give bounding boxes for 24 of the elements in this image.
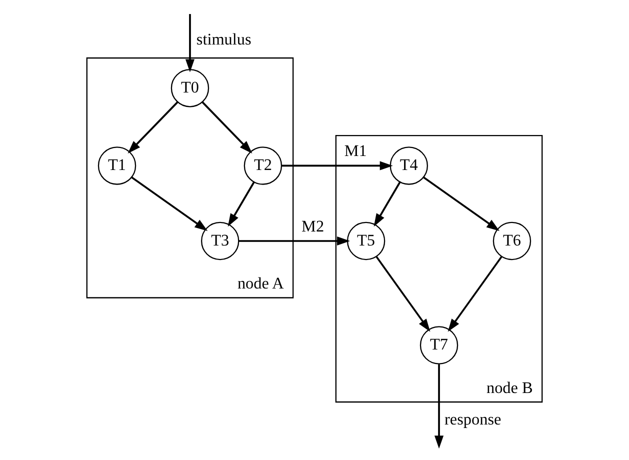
node-circle: T5 (346, 222, 386, 260)
node-circle: T0 (170, 69, 210, 108)
node-circle: T6 (492, 222, 532, 260)
arrow (282, 161, 393, 170)
edge-label: M2 (302, 217, 324, 236)
edge-label: response (444, 410, 502, 428)
arrow (228, 182, 255, 227)
node-circle: T4 (390, 146, 428, 185)
node-circle: T1 (98, 146, 136, 185)
node-circle: T7 (420, 326, 458, 364)
node-circle: T2 (244, 146, 282, 185)
edge-label: stimulus (196, 30, 252, 48)
edge-label: M1 (344, 142, 367, 160)
arrow (131, 176, 208, 232)
arrow (185, 14, 195, 72)
arrow (376, 256, 430, 332)
arrow (448, 256, 502, 332)
arrow (374, 182, 401, 227)
arrow (434, 364, 444, 449)
arrow (423, 176, 500, 232)
node-circle: T3 (200, 222, 240, 260)
arrow (128, 101, 178, 154)
arrow (202, 101, 252, 154)
arrow (238, 236, 350, 246)
